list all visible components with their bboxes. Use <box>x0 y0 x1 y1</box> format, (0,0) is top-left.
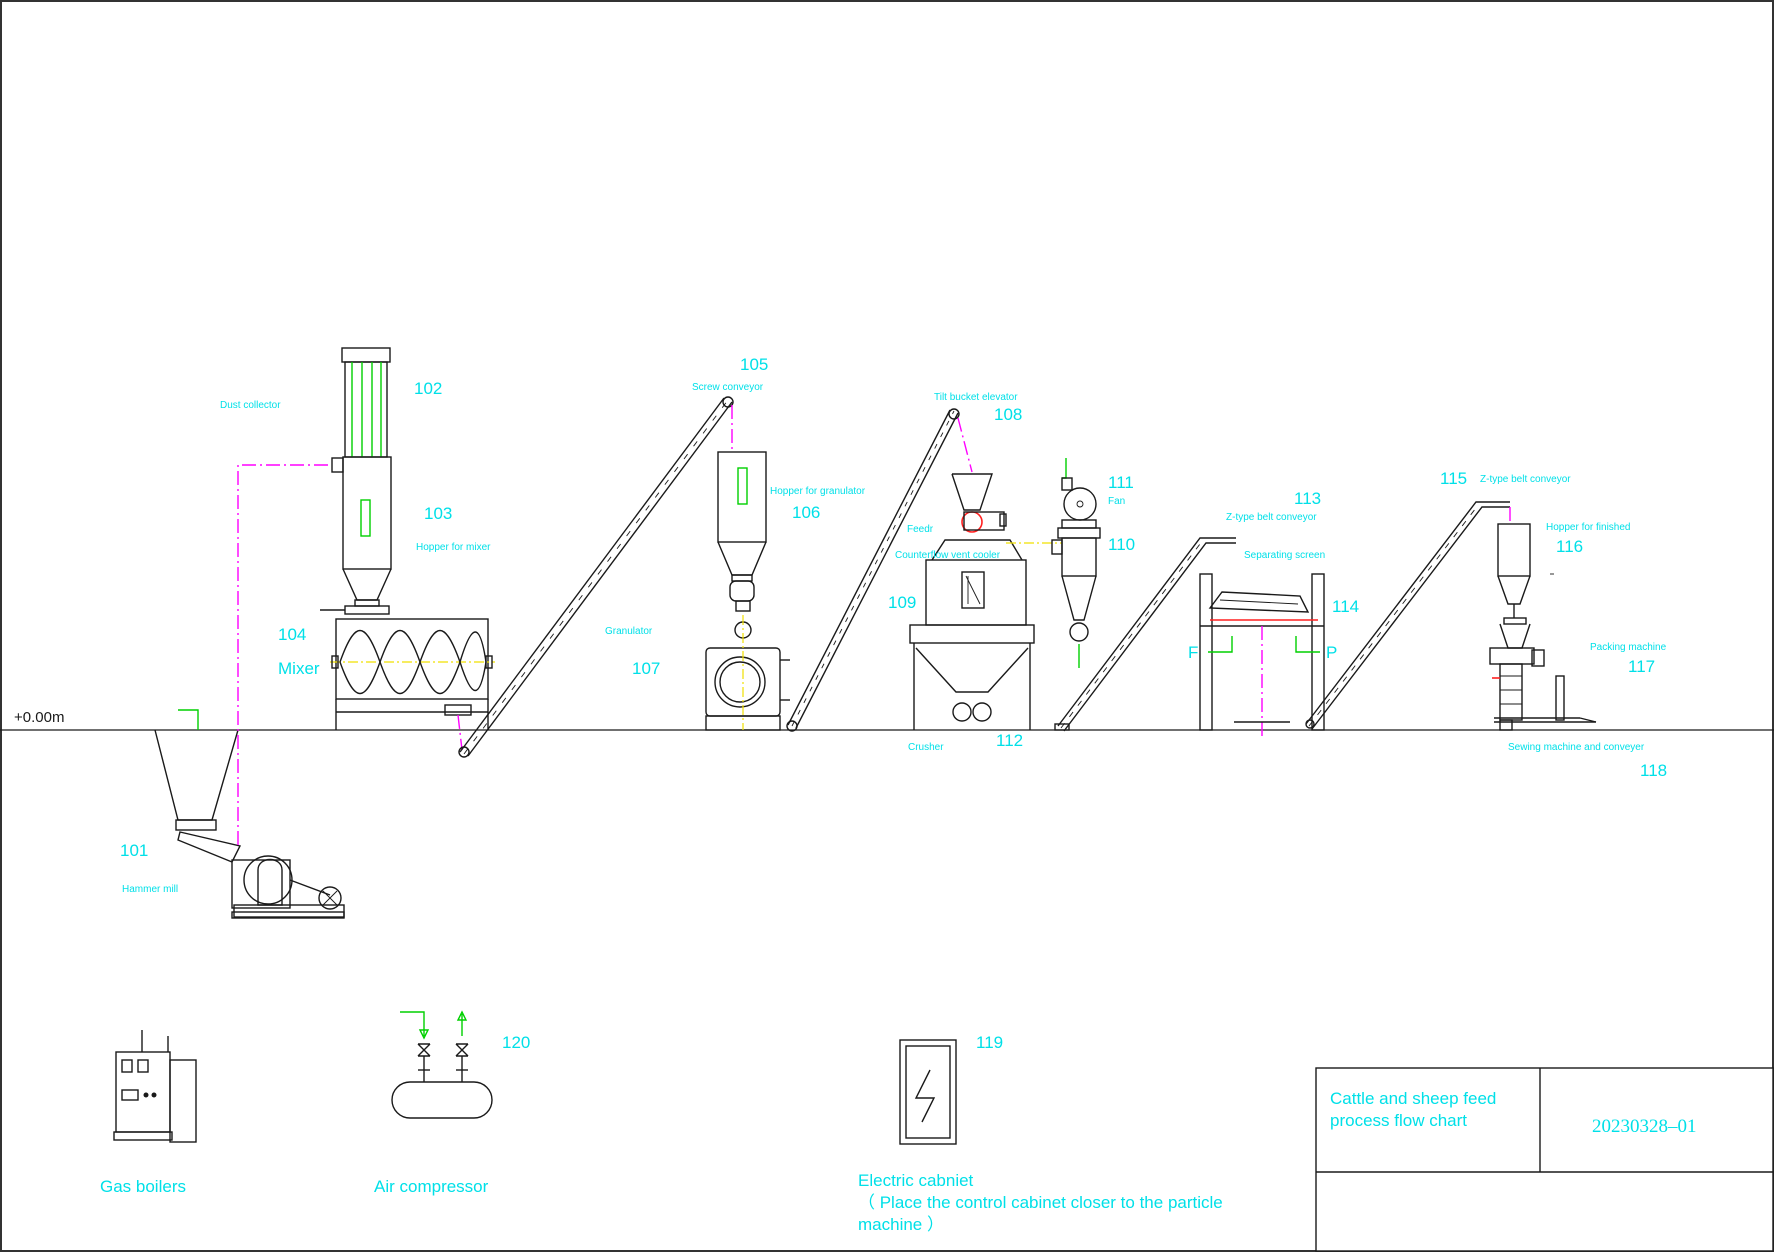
title-line1: Cattle and sheep feed <box>1330 1089 1496 1108</box>
title-block <box>1315 1067 1774 1252</box>
screen-p-label: P <box>1326 643 1337 662</box>
gas-boiler <box>113 1030 197 1143</box>
num-118: 118 <box>1640 761 1667 780</box>
mixer <box>330 618 495 751</box>
num-103: 103 <box>424 504 452 523</box>
name-114: Separating screen <box>1244 550 1325 561</box>
drawing-number: 20230328–01 <box>1592 1116 1697 1137</box>
num-110: 110 <box>1108 535 1135 554</box>
note-119-line2: machine ） <box>858 1215 944 1234</box>
name-106: Hopper for granulator <box>770 486 866 497</box>
num-102: 102 <box>414 379 442 398</box>
num-111: 111 <box>1108 473 1134 492</box>
num-109: 109 <box>888 593 916 612</box>
granulator <box>705 451 790 731</box>
name-107: Granulator <box>605 626 653 637</box>
name-103: Hopper for mixer <box>416 542 491 553</box>
name-105: Screw conveyor <box>692 382 764 393</box>
num-106: 106 <box>792 503 820 522</box>
num-116: 116 <box>1556 537 1583 556</box>
air-compressor <box>391 1010 493 1119</box>
name-108: Tilt bucket elevator <box>934 392 1018 403</box>
name-102: Dust collector <box>220 400 281 411</box>
num-105: 105 <box>740 355 768 374</box>
cyclone-and-fan <box>1051 458 1101 668</box>
separating-screen <box>1199 573 1325 740</box>
name-111: Fan <box>1108 496 1125 507</box>
electric-cabinet <box>899 1039 957 1145</box>
num-104: 104 <box>278 625 306 644</box>
num-115: 115 <box>1440 469 1467 488</box>
tilt-bucket-elevator <box>786 408 973 732</box>
name-119: Electric cabniet <box>858 1171 974 1190</box>
name-boiler: Gas boilers <box>100 1177 186 1196</box>
packing-machine <box>1489 523 1597 731</box>
elevation-label: +0.00m <box>14 709 64 726</box>
screw-conveyor <box>458 396 734 758</box>
name-112: Crusher <box>908 742 944 753</box>
name-118: Sewing machine and conveyer <box>1508 742 1645 753</box>
num-112: 112 <box>996 731 1023 750</box>
feeder-label: Feedr <box>907 524 934 535</box>
num-119: 119 <box>976 1033 1003 1052</box>
title-line2: process flow chart <box>1330 1111 1467 1130</box>
hammer-mill <box>154 709 345 919</box>
num-113: 113 <box>1294 489 1321 508</box>
name-116: Hopper for finished <box>1546 522 1631 533</box>
num-108: 108 <box>994 405 1022 424</box>
name-104: Mixer <box>278 659 320 678</box>
name-120: Air compressor <box>374 1177 489 1196</box>
num-117: 117 <box>1628 657 1655 676</box>
num-101: 101 <box>120 841 148 860</box>
name-113: Z-type belt conveyor <box>1226 512 1317 523</box>
num-114: 114 <box>1332 597 1359 616</box>
name-115: Z-type belt conveyor <box>1480 474 1571 485</box>
z-belt-conveyor-112 <box>1054 537 1236 732</box>
name-109: Counterflow vent cooler <box>895 550 1001 561</box>
note-119-line1: （ Place the control cabinet closer to th… <box>858 1193 1223 1212</box>
counterflow-cooler <box>909 473 1062 730</box>
name-117: Packing machine <box>1590 642 1667 653</box>
num-120: 120 <box>502 1033 530 1052</box>
dust-collector <box>320 347 392 615</box>
screen-f-label: F <box>1188 643 1198 662</box>
z-belt-conveyor-115 <box>1305 501 1511 730</box>
air-duct-101-102 <box>237 464 332 845</box>
num-107: 107 <box>632 659 660 678</box>
name-101: Hammer mill <box>122 884 178 895</box>
